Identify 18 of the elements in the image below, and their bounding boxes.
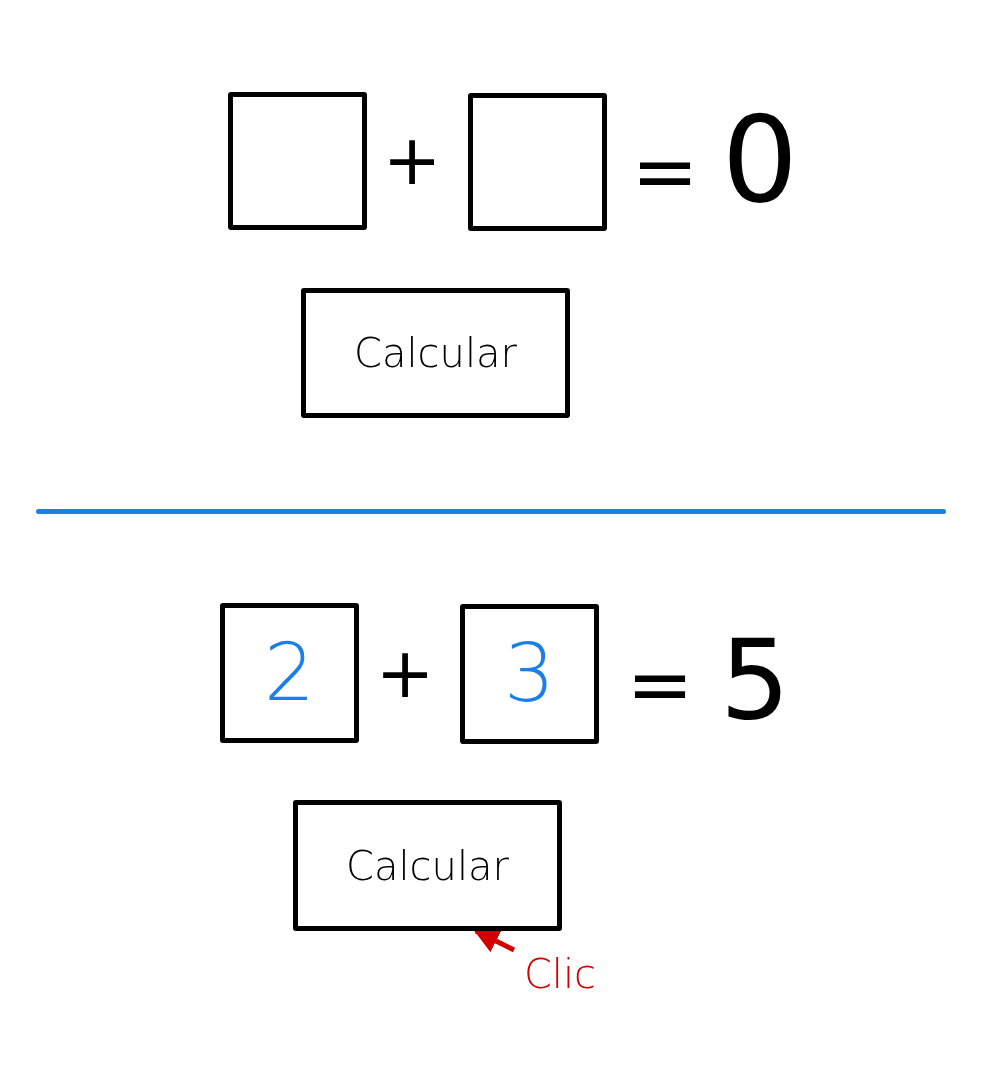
input-value: 2 [264, 633, 315, 713]
calculate-button [301, 288, 570, 418]
arrow [473, 928, 516, 953]
input-field [460, 604, 599, 744]
plus-sign: + [382, 125, 442, 195]
input-field [228, 92, 367, 230]
plus-sign: + [375, 638, 435, 708]
calculate-button [293, 800, 562, 931]
annotation-text: Clic [523, 954, 597, 994]
result-value: 5 [720, 625, 790, 735]
equals-sign: = [631, 132, 699, 212]
input-field [468, 93, 607, 231]
result-value: 0 [721, 100, 799, 220]
button-label: Calcular [346, 845, 509, 886]
button-label: Calcular [354, 333, 517, 373]
equals-sign: = [626, 645, 694, 725]
input-value: 3 [504, 634, 555, 714]
input-field [220, 603, 359, 743]
